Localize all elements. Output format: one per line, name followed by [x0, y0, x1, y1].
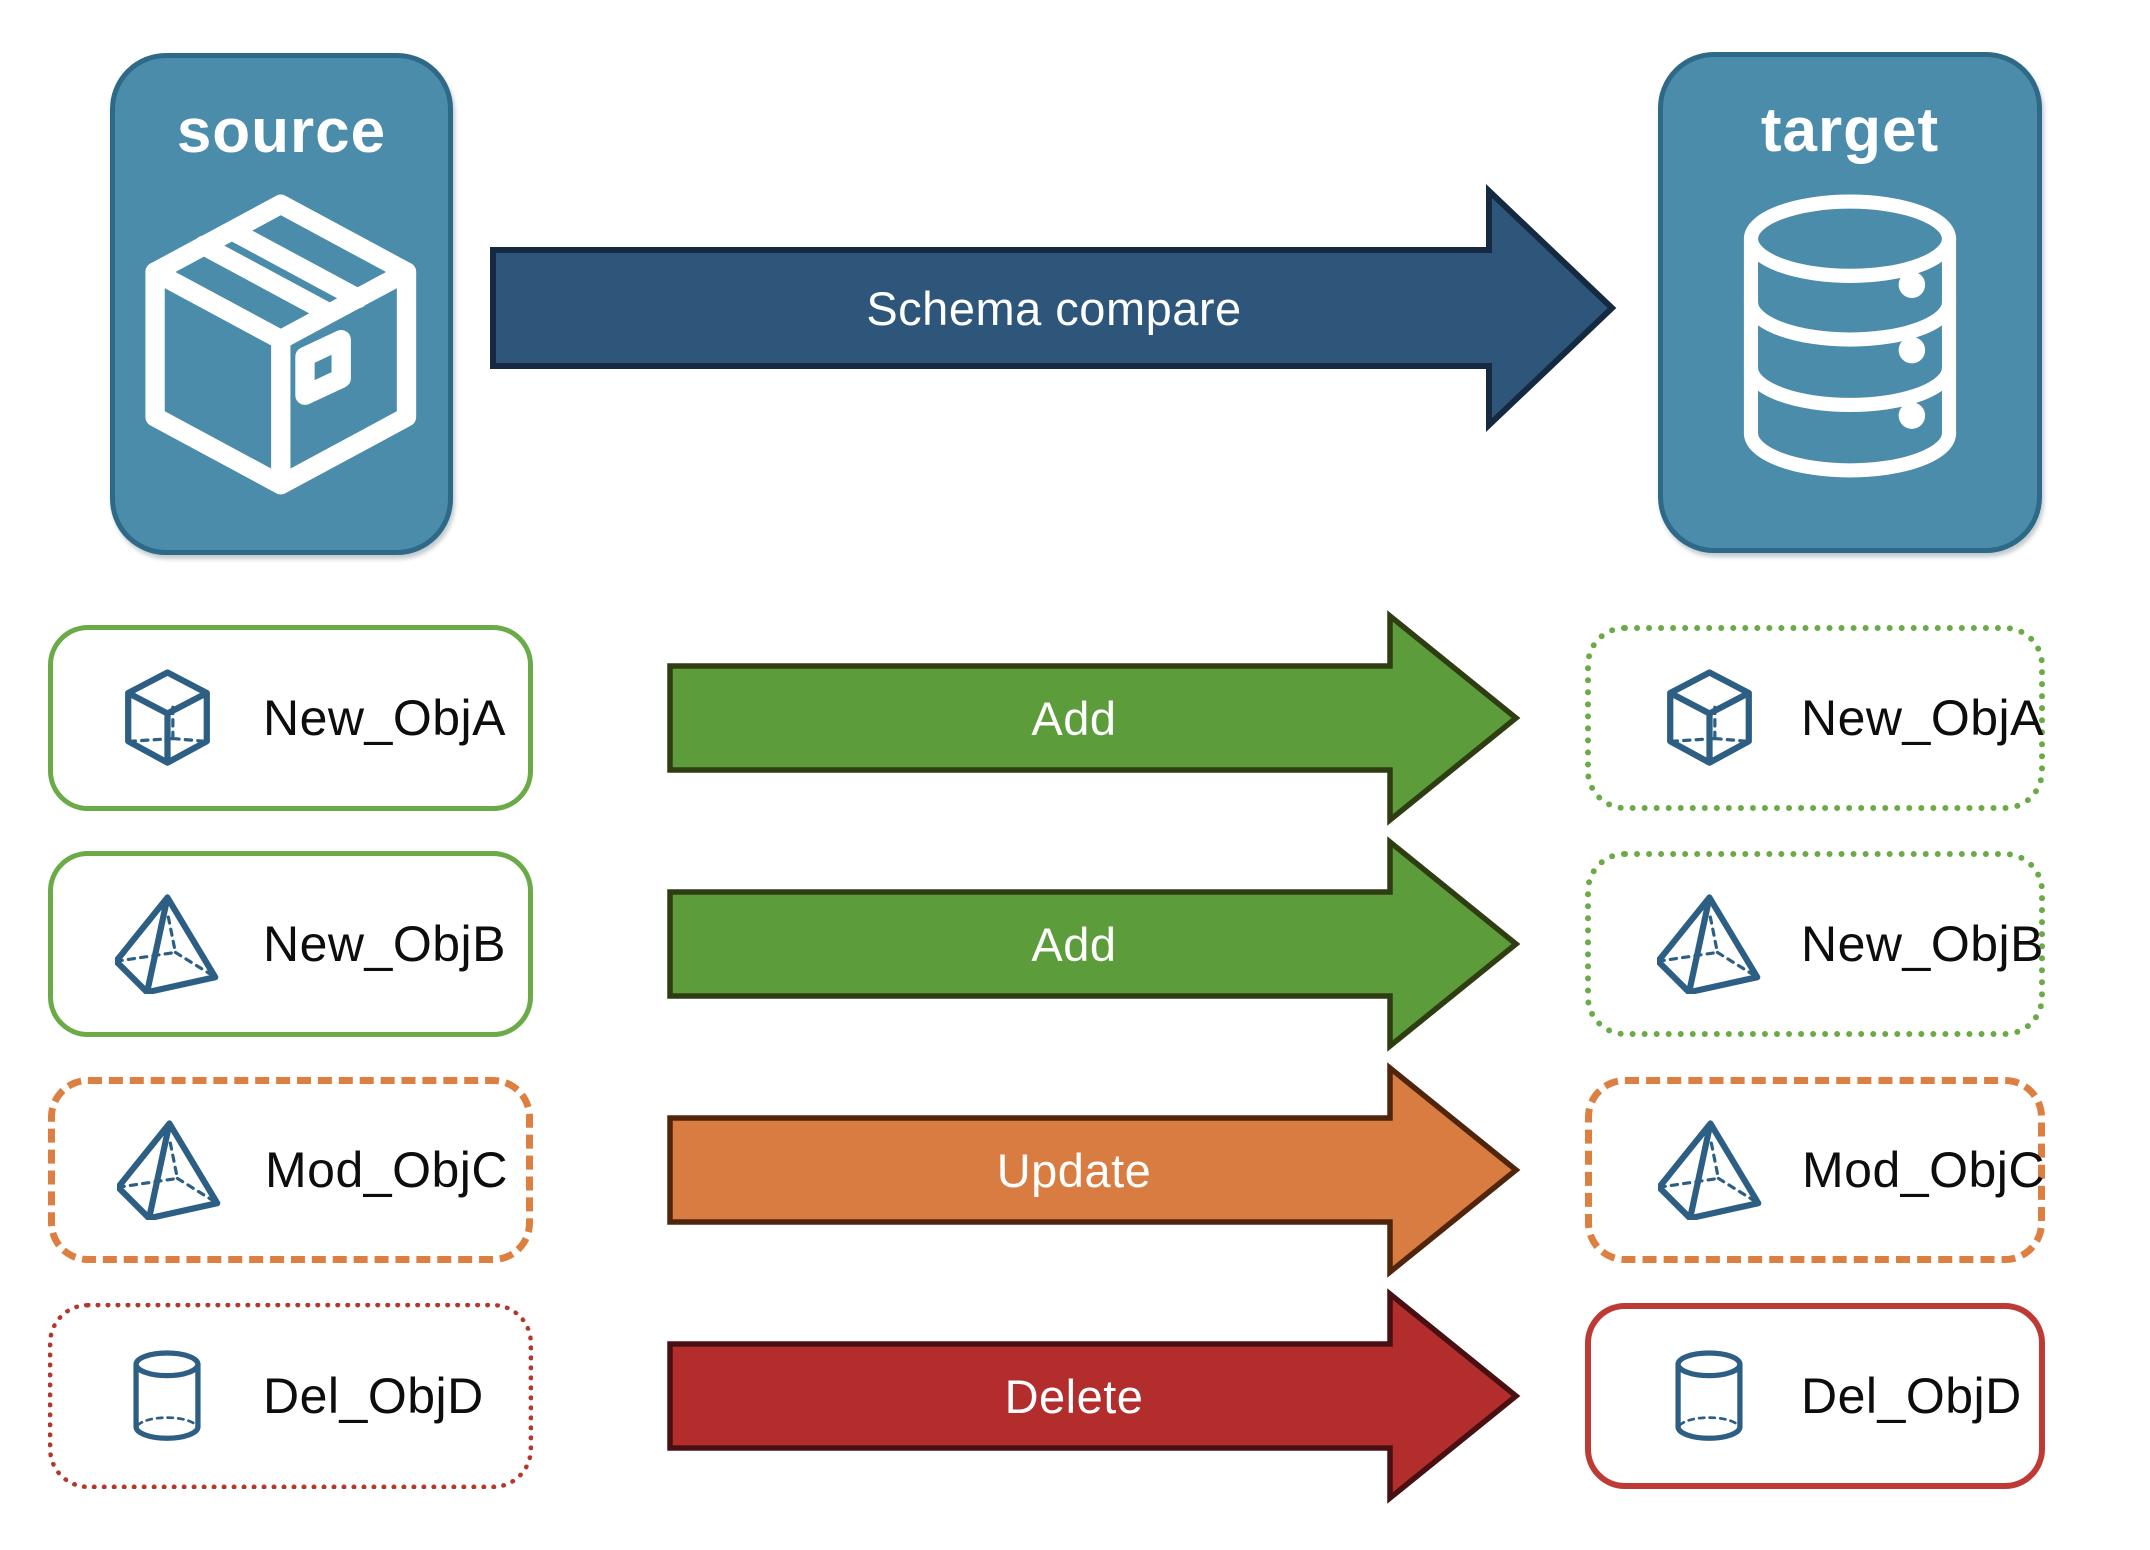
right-arrow-shape — [667, 836, 1521, 1052]
object-name: Del_ObjD — [1801, 1368, 2022, 1424]
source-object-card-mod-objc: Mod_ObjC — [48, 1077, 533, 1263]
right-arrow-shape — [490, 184, 1617, 432]
object-name: Mod_ObjC — [1802, 1142, 2045, 1198]
object-name: New_ObjA — [1801, 690, 2044, 746]
source-object-card-new-obja: New_ObjA — [48, 625, 533, 811]
cube-icon — [115, 668, 219, 768]
pyramid-icon — [1658, 1120, 1762, 1220]
object-name: New_ObjB — [263, 916, 506, 972]
action-label: Delete — [1004, 1369, 1144, 1423]
object-name: New_ObjB — [1801, 916, 2044, 972]
right-arrow-shape — [667, 610, 1521, 826]
package-icon — [143, 192, 421, 502]
cylinder-icon — [1657, 1350, 1761, 1442]
source-panel-title: source — [176, 97, 387, 166]
target-object-card-new-objb: New_ObjB — [1585, 851, 2045, 1037]
update-arrow: Update — [667, 1062, 1521, 1278]
delete-arrow: Delete — [667, 1288, 1521, 1504]
right-arrow-shape — [667, 1062, 1521, 1278]
object-name: Del_ObjD — [263, 1368, 484, 1424]
cylinder-icon — [115, 1350, 219, 1442]
target-panel-title: target — [1760, 96, 1940, 165]
action-label: Update — [996, 1143, 1152, 1197]
pyramid-icon — [115, 894, 219, 994]
schema-compare-label: Schema compare — [866, 281, 1242, 335]
cube-icon — [1657, 668, 1761, 768]
object-name: Mod_ObjC — [265, 1142, 508, 1198]
target-object-card-new-obja: New_ObjA — [1585, 625, 2045, 811]
target-object-card-del-objd: Del_ObjD — [1585, 1303, 2045, 1489]
add-arrow-row1: Add — [667, 610, 1521, 826]
source-panel: source — [110, 53, 453, 555]
database-icon — [1735, 191, 1965, 486]
action-label: Add — [1031, 917, 1117, 971]
source-object-card-del-objd: Del_ObjD — [48, 1303, 533, 1489]
target-object-card-mod-objc: Mod_ObjC — [1585, 1077, 2045, 1263]
schema-compare-arrow: Schema compare — [490, 184, 1617, 432]
object-name: New_ObjA — [263, 690, 506, 746]
target-panel: target — [1658, 52, 2042, 553]
pyramid-icon — [117, 1120, 221, 1220]
right-arrow-shape — [667, 1288, 1521, 1504]
add-arrow-row2: Add — [667, 836, 1521, 1052]
pyramid-icon — [1657, 894, 1761, 994]
source-object-card-new-objb: New_ObjB — [48, 851, 533, 1037]
action-label: Add — [1031, 691, 1117, 745]
